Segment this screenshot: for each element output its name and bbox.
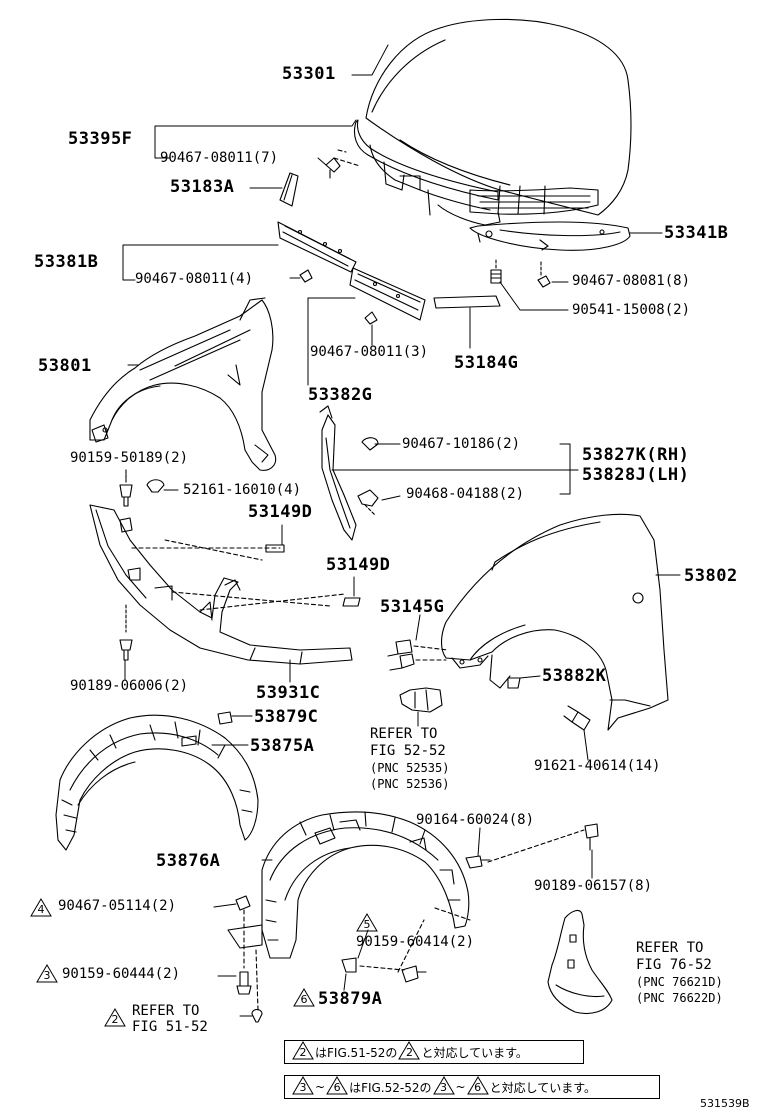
triangle-marker-4: 4 <box>30 898 52 917</box>
liner-53875A <box>55 714 259 851</box>
label-53395F: 53395F <box>68 129 133 149</box>
hood-53301 <box>353 18 632 251</box>
label-90189-06157-8: 90189-06157(8) <box>534 878 653 894</box>
label-53184G: 53184G <box>454 353 519 373</box>
note-triangle: 2 <box>292 1040 314 1060</box>
pad-53149D-a <box>265 544 285 553</box>
note-text: はFIG.52-52の <box>349 1080 432 1095</box>
note-fig-52-52-correspondence: 3 ~ 6 はFIG.52-52の 3 ~ 6 と対応しています。 <box>284 1075 660 1099</box>
note-fig-51-52-correspondence: 2 はFIG.51-52の 2 と対応しています。 <box>284 1040 584 1064</box>
label-53931C: 53931C <box>256 683 321 703</box>
label-90164-60024-8: 90164-60024(8) <box>416 812 535 828</box>
part-53184G <box>433 295 501 309</box>
pad-53149D-b <box>342 597 361 607</box>
label-90467-08011-3: 90467-08011(3) <box>310 344 429 360</box>
garnish-53381B <box>277 221 357 273</box>
label-90467-08081-8: 90467-08081(8) <box>572 273 691 289</box>
label-53802: 53802 <box>684 566 738 586</box>
label-53381B: 53381B <box>34 252 99 272</box>
note-text: と対応しています。 <box>489 1080 597 1095</box>
triangle-marker-3: 3 <box>36 964 58 983</box>
label-90468-04188-2: 90468-04188(2) <box>406 486 525 502</box>
document-number: 531539B <box>700 1097 750 1110</box>
clip-90467-08011-3 <box>364 311 378 325</box>
label-90541-15008-2: 90541-15008(2) <box>572 302 691 318</box>
clip-90467-08011-4 <box>299 269 313 283</box>
note-text: と対応しています。 <box>421 1045 528 1060</box>
fender-53802 <box>440 513 669 731</box>
garnish-53382G <box>349 267 426 321</box>
note-triangle: 3 <box>432 1075 455 1095</box>
label-53149D-a: 53149D <box>248 502 313 522</box>
seal-53827K-53828J <box>319 405 357 541</box>
note-text: ~ <box>315 1080 326 1094</box>
ref-fig-52-52-line1: REFER TO <box>370 726 438 742</box>
hood-cushion <box>490 259 502 284</box>
label-53827K: 53827K(RH) <box>582 445 690 465</box>
label-90159-50189-2: 90159-50189(2) <box>70 450 189 466</box>
label-90467-10186-2: 90467-10186(2) <box>402 436 521 452</box>
label-52161-16010-4: 52161-16010(4) <box>183 482 302 498</box>
label-53301: 53301 <box>282 64 336 84</box>
label-91621-40614-14: 91621-40614(14) <box>534 758 661 774</box>
label-90159-60414-2: 90159-60414(2) <box>356 934 475 950</box>
label-53145G: 53145G <box>380 597 445 617</box>
ref-fig-76-52-pnc2: (PNC 76622D) <box>636 991 723 1005</box>
liner-53876A <box>227 811 470 959</box>
label-90189-06006-2: 90189-06006(2) <box>70 678 189 694</box>
label-53875A: 53875A <box>250 736 315 756</box>
label-90467-08011-4: 90467-08011(4) <box>135 271 254 287</box>
label-53882K: 53882K <box>542 666 607 686</box>
part-53183A <box>279 172 299 207</box>
note-text: はFIG.51-52の <box>315 1045 398 1060</box>
label-53828J: 53828J(LH) <box>582 465 690 485</box>
label-53341B: 53341B <box>664 223 729 243</box>
label-90159-60444-2: 90159-60444(2) <box>62 966 181 982</box>
support-53931C <box>89 504 353 665</box>
label-90467-05114-2: 90467-05114(2) <box>58 898 177 914</box>
ref-fig-76-52-pnc1: (PNC 76621D) <box>636 975 723 989</box>
triangle-marker-5: 5 <box>356 913 378 932</box>
label-53879C: 53879C <box>254 707 319 727</box>
label-53149D-b: 53149D <box>326 555 391 575</box>
note-text: ~ <box>455 1080 466 1094</box>
note-triangle: 6 <box>326 1075 348 1095</box>
ref-fig-51-52-line1: REFER TO <box>132 1003 200 1019</box>
label-90467-08011-7: 90467-08011(7) <box>160 150 279 166</box>
label-53382G: 53382G <box>308 385 373 405</box>
bracket-53882K <box>507 677 521 689</box>
triangle-marker-2: 2 <box>104 1008 126 1027</box>
label-53876A: 53876A <box>156 851 221 871</box>
label-53183A: 53183A <box>170 177 235 197</box>
clip-90467-08011-7 <box>325 157 341 173</box>
note-triangle: 6 <box>466 1075 489 1095</box>
ref-fig-51-52-line2: FIG 51-52 <box>132 1019 208 1035</box>
label-53801: 53801 <box>38 356 92 376</box>
ref-fig-76-52-line2: FIG 76-52 <box>636 957 712 973</box>
clip-90467-08081 <box>537 275 551 288</box>
fender-apron-53801 <box>89 297 277 471</box>
ref-fig-52-52-line2: FIG 52-52 <box>370 743 446 759</box>
note-triangle: 2 <box>398 1040 421 1060</box>
ref-fig-52-52-pnc2: (PNC 52536) <box>370 777 450 791</box>
ref-fig-52-52-pnc1: (PNC 52535) <box>370 761 450 775</box>
ref-fig-76-52-line1: REFER TO <box>636 940 704 956</box>
mudguard <box>547 909 613 1015</box>
triangle-marker-6: 6 <box>293 988 315 1007</box>
note-triangle: 3 <box>292 1075 314 1095</box>
label-53879A: 53879A <box>318 989 383 1009</box>
leader-lines <box>122 44 681 1017</box>
